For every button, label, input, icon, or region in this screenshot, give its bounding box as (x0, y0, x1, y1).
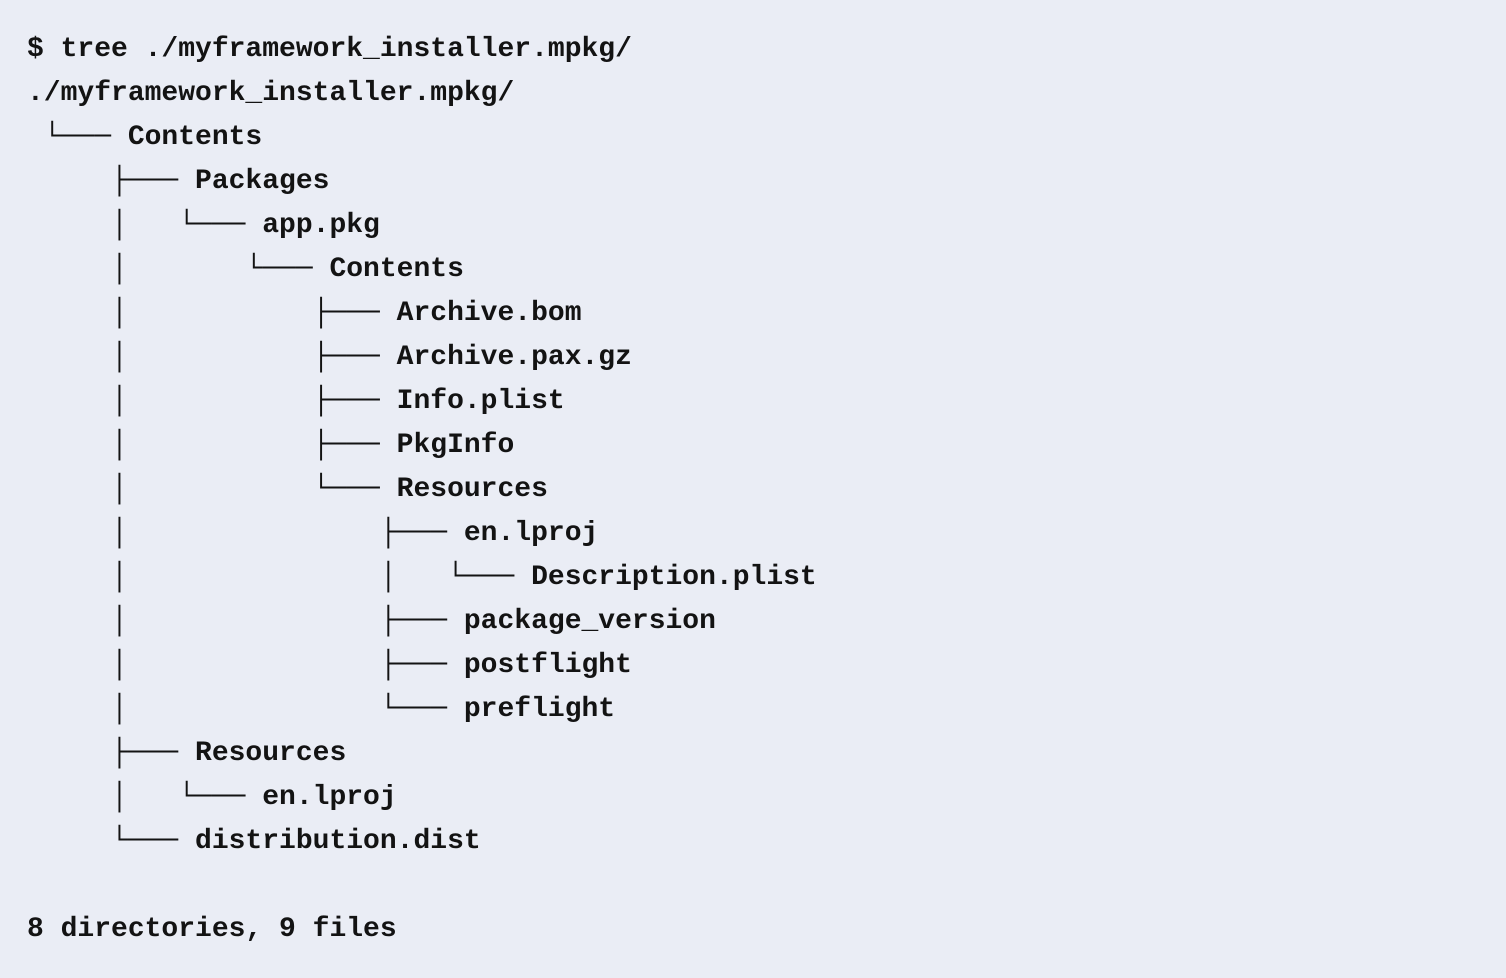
tree-line-preflight: │ └─── preflight (27, 694, 616, 725)
tree-line-resources-inner: │ └─── Resources (27, 474, 548, 505)
tree-line-app-pkg: │ └─── app.pkg (27, 210, 380, 241)
tree-line-description-plist: │ │ └─── Description.plist (27, 562, 817, 593)
tree-line-contents-inner: │ └─── Contents (27, 254, 464, 285)
command-line: $ tree ./myframework_installer.mpkg/ (27, 34, 632, 65)
tree-root-line: ./myframework_installer.mpkg/ (27, 78, 515, 109)
tree-line-archive-pax-gz: │ ├─── Archive.pax.gz (27, 342, 632, 373)
tree-line-postflight: │ ├─── postflight (27, 650, 632, 681)
blank-line (27, 864, 1506, 908)
tree-line-archive-bom: │ ├─── Archive.bom (27, 298, 582, 329)
tree-line-package-version: │ ├─── package_version (27, 606, 716, 637)
tree-line-pkginfo: │ ├─── PkgInfo (27, 430, 515, 461)
tree-line-contents: └─── Contents (27, 122, 263, 153)
tree-line-en-lproj: │ ├─── en.lproj (27, 518, 599, 549)
tree-line-en-lproj-2: │ └─── en.lproj (27, 782, 397, 813)
terminal-output: $ tree ./myframework_installer.mpkg/ ./m… (27, 34, 1506, 945)
tree-line-packages: ├─── Packages (27, 166, 330, 197)
tree-line-distribution-dist: └─── distribution.dist (27, 826, 481, 857)
tree-line-resources: ├─── Resources (27, 738, 347, 769)
summary-line: 8 directories, 9 files (27, 914, 397, 945)
tree-line-info-plist: │ ├─── Info.plist (27, 386, 565, 417)
